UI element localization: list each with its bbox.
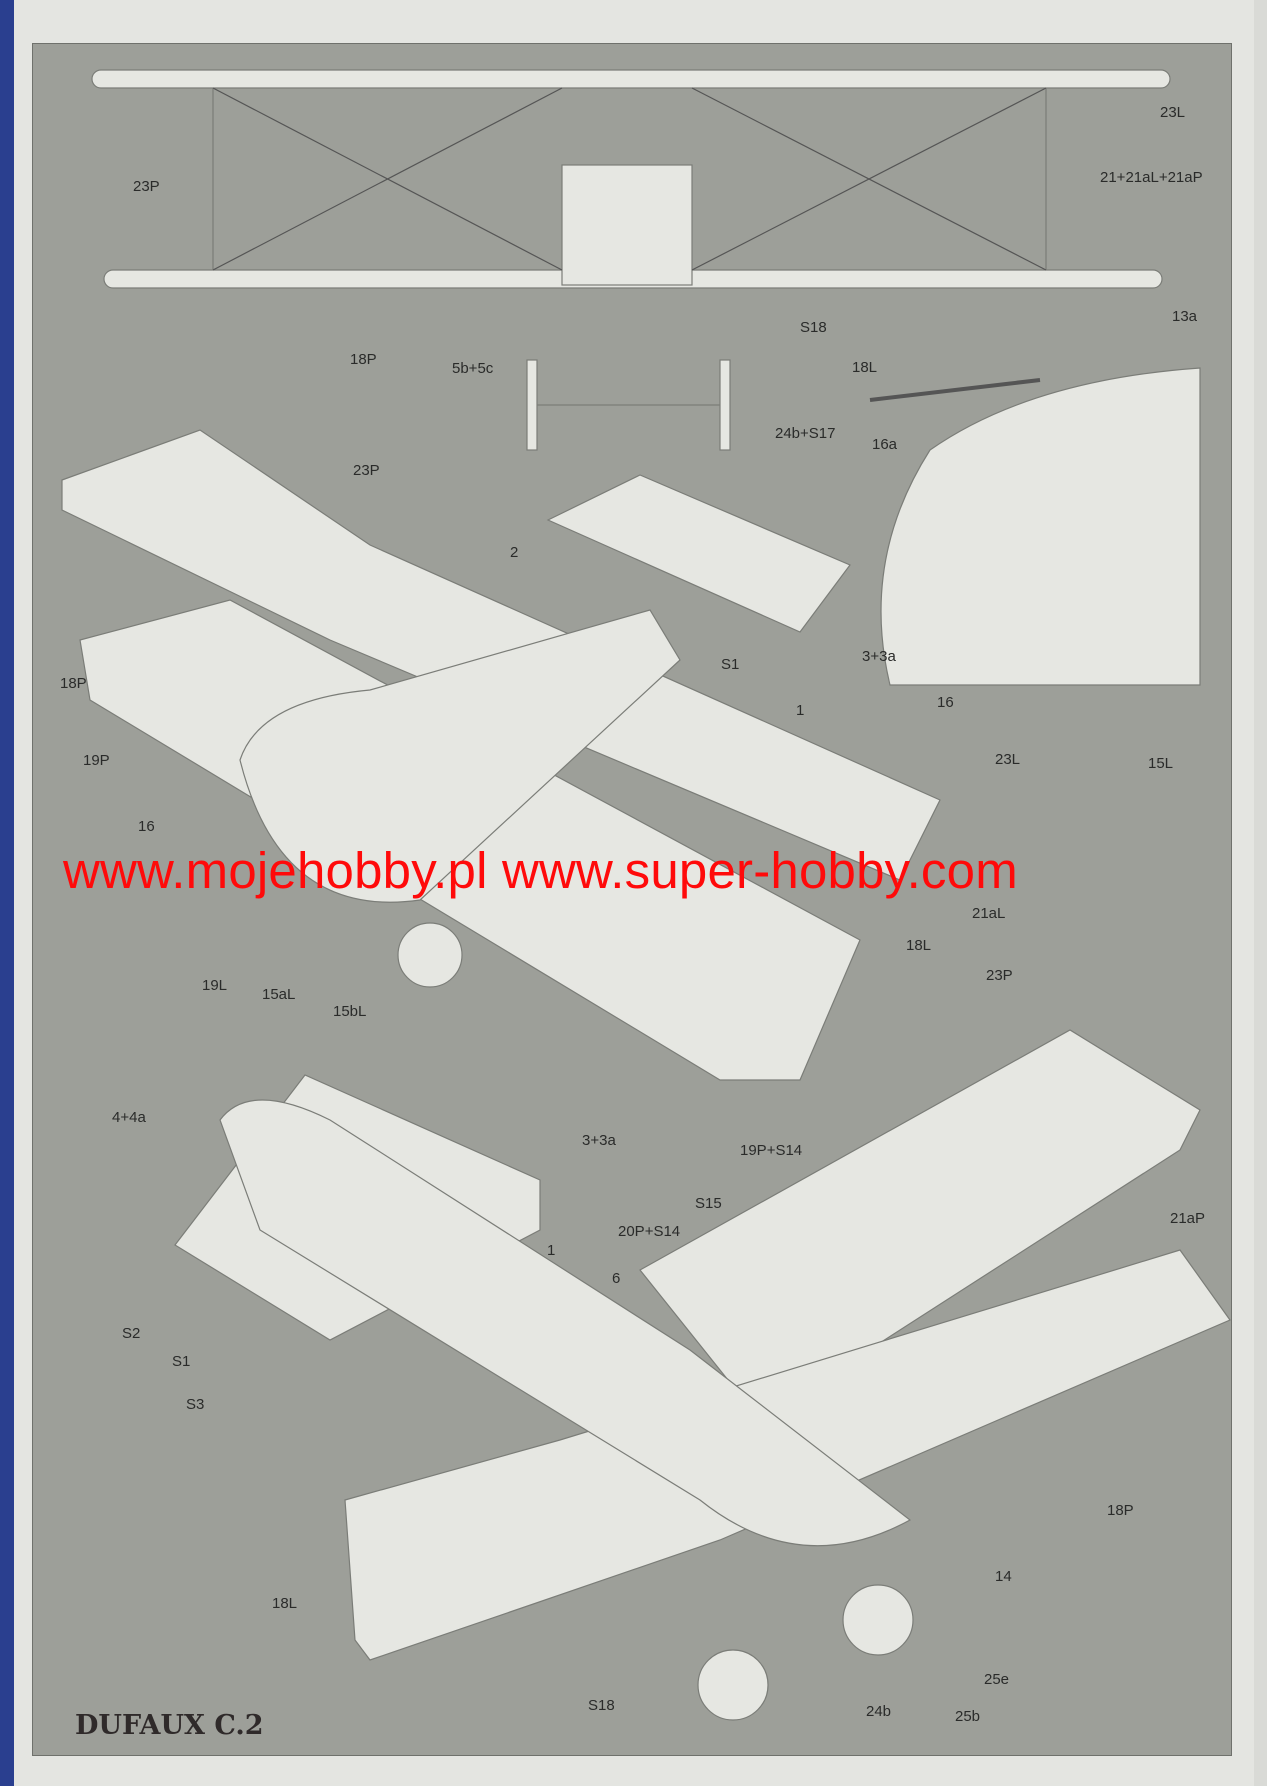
label-top-S1: S1 — [721, 656, 740, 673]
top-tailplane — [546, 474, 851, 633]
bottom-fuselage — [219, 1099, 912, 1547]
label-bottom-S1: S1 — [172, 1353, 191, 1370]
cockpit-detail-shape — [880, 367, 1201, 686]
top-wheel — [397, 922, 463, 988]
label-bottom-S2: S2 — [122, 1325, 141, 1342]
bottom-wheel-left — [697, 1649, 769, 1721]
label-top-2: 2 — [510, 544, 519, 561]
label-front-24bS17: 24b+S17 — [775, 425, 836, 442]
label-top-19P: 19P — [83, 752, 110, 769]
label-bottom-24b: 24b — [866, 1703, 892, 1720]
label-detail-16: 16 — [937, 694, 954, 711]
label-bottom-25e: 25e — [984, 1671, 1010, 1688]
label-top-3-3a: 3+3a — [862, 648, 896, 665]
label-bottom-23P: 23P — [986, 967, 1013, 984]
page-edge — [0, 0, 14, 1786]
label-bottom-1: 1 — [547, 1242, 556, 1259]
label-front-S18: S18 — [800, 319, 827, 336]
label-top-23L: 23L — [995, 751, 1021, 768]
label-bottom-18L: 18L — [272, 1595, 298, 1612]
label-top-21aL: 21aL — [972, 905, 1006, 922]
label-top-15bL: 15bL — [333, 1003, 367, 1020]
label-front-5b5c: 5b+5c — [452, 360, 494, 377]
front-fuselage — [561, 164, 693, 286]
label-bottom-3-3a: 3+3a — [582, 1132, 616, 1149]
label-front-23L: 23L — [1160, 104, 1186, 121]
label-top-18L: 18L — [906, 937, 932, 954]
label-bottom-18P: 18P — [1107, 1502, 1134, 1519]
label-top-16: 16 — [138, 818, 155, 835]
label-bottom-19PS14: 19P+S14 — [740, 1142, 803, 1159]
model-title: DUFAUX C.2 — [75, 1710, 264, 1741]
label-top-18P: 18P — [60, 675, 87, 692]
label-bottom-4-4a: 4+4a — [112, 1109, 146, 1126]
label-bottom-S18: S18 — [588, 1697, 615, 1714]
label-detail-15L: 15L — [1148, 755, 1174, 772]
label-bottom-21aP: 21aP — [1170, 1210, 1206, 1227]
watermark: www.mojehobby.pl www.super-hobby.com — [63, 842, 1018, 899]
bottom-wheel-right — [842, 1584, 914, 1656]
label-top-15aL: 15aL — [262, 986, 296, 1003]
top-fuselage — [239, 609, 681, 903]
label-bottom-25b: 25b — [955, 1708, 981, 1725]
front-wheel-right — [719, 359, 731, 451]
label-bottom-14: 14 — [995, 1568, 1012, 1585]
front-upper-wing — [91, 69, 1171, 89]
label-detail-16a: 16a — [872, 436, 898, 453]
label-front-18L: 18L — [852, 359, 878, 376]
label-bottom-S15: S15 — [695, 1195, 722, 1212]
label-front-23P: 23P — [133, 178, 160, 195]
label-top-19L: 19L — [202, 977, 228, 994]
front-wheel-left — [526, 359, 538, 451]
label-front-21: 21+21aL+21aP — [1100, 169, 1203, 186]
label-detail-13a: 13a — [1172, 308, 1198, 325]
label-top-23P: 23P — [353, 462, 380, 479]
label-top-1: 1 — [796, 702, 805, 719]
label-front-18P: 18P — [350, 351, 377, 368]
label-bottom-S3: S3 — [186, 1396, 205, 1413]
label-bottom-20PS14: 20P+S14 — [618, 1223, 681, 1240]
label-bottom-6: 6 — [612, 1270, 621, 1287]
